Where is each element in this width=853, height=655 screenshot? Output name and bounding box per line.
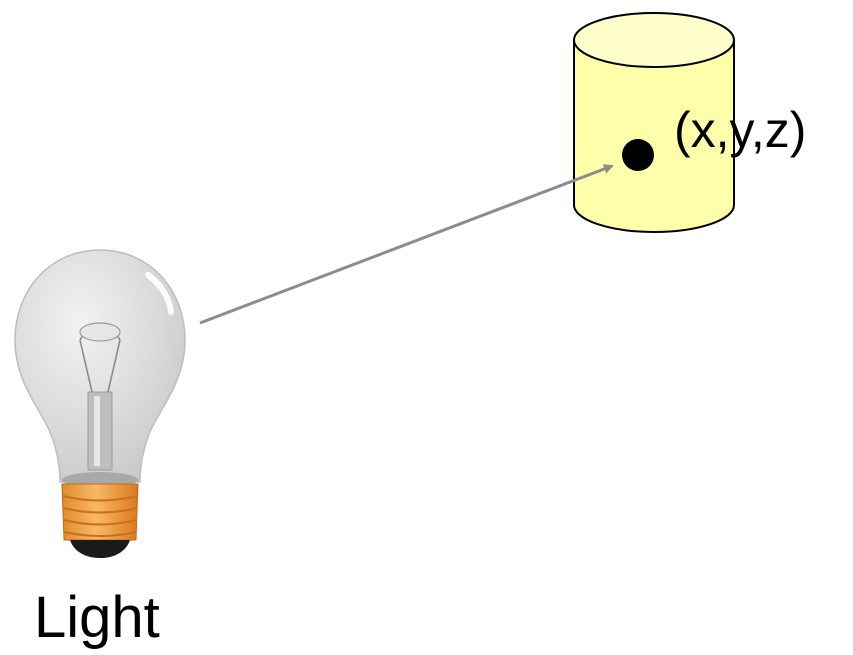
light-ray-arrow [199,164,614,325]
cylinder-object [573,12,735,233]
cylinder-body [573,39,735,233]
light-label: Light [34,585,160,650]
cylinder-top [573,12,735,68]
bulb-highlight [145,272,174,315]
surface-point [622,139,654,171]
point-coordinate-label: (x,y,z) [674,102,807,158]
light-bulb-icon [14,249,186,558]
bulb-tip [70,540,130,558]
